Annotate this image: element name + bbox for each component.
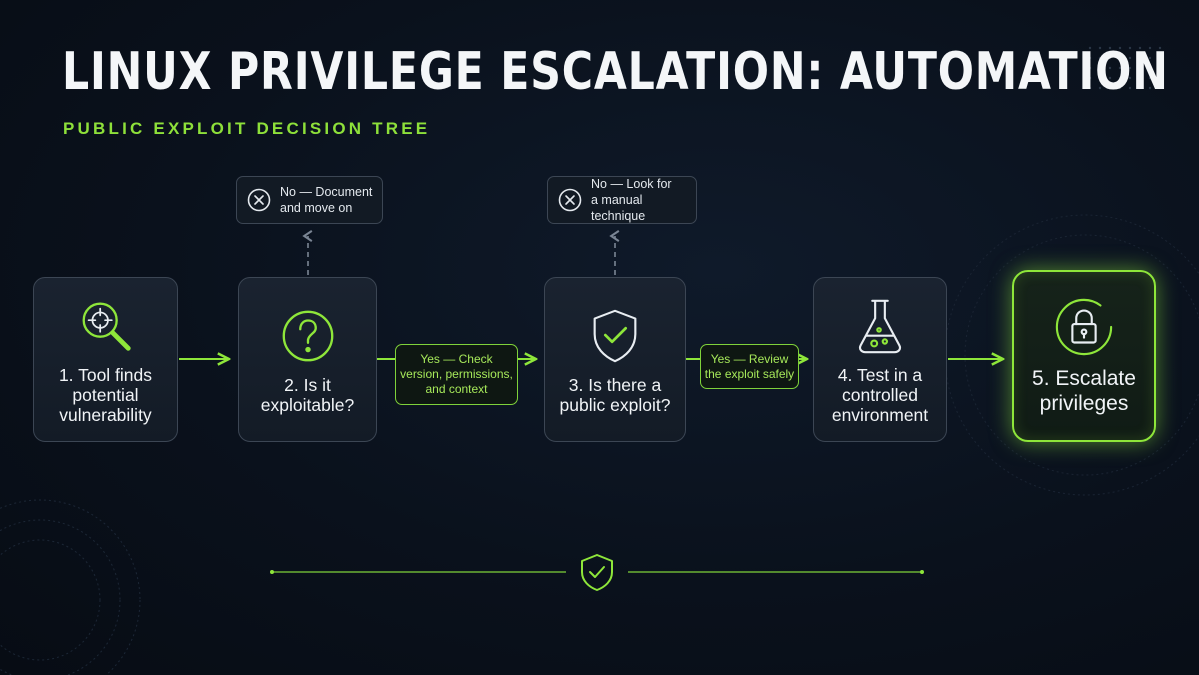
step-2-is-exploitable: 2. Is it exploitable? [238, 277, 377, 442]
x-circle-icon [247, 188, 271, 212]
question-mark-icon [282, 310, 333, 361]
footer-shield-check-icon [581, 554, 613, 591]
shield-check-icon [593, 309, 637, 362]
magnifier-target-icon [82, 302, 131, 351]
step-label: 3. Is there a public exploit? [559, 374, 671, 415]
x-circle-icon [558, 188, 582, 212]
step-4-test-controlled: 4. Test in a controlled environment [813, 277, 947, 442]
no-branch-document: No — Document and move on [236, 176, 383, 224]
step-1-tool-finds: 1. Tool finds potential vulnerability [33, 277, 178, 442]
flask-icon [858, 299, 902, 353]
step-label: 5. Escalate privileges [1032, 367, 1136, 415]
decorative-arcs-left [0, 499, 141, 675]
footer-divider [270, 570, 924, 574]
no-branch-label: No — Document and move on [280, 185, 373, 215]
yes-label-review-exploit: Yes — Review the exploit safely [700, 344, 799, 389]
step-5-escalate-privileges: 5. Escalate privileges [1012, 270, 1156, 442]
page-title: LINUX PRIVILEGE ESCALATION: AUTOMATION [62, 42, 1169, 102]
no-branch-label: No — Look for a manual technique [591, 177, 672, 223]
decorative-arcs-right [944, 214, 1199, 496]
step-label: 2. Is it exploitable? [260, 374, 355, 415]
step-label: 4. Test in a controlled environment [831, 364, 929, 425]
page-subtitle: PUBLIC EXPLOIT DECISION TREE [63, 119, 431, 138]
decorative-dot-grid [1088, 46, 1162, 90]
step-label: 1. Tool finds potential vulnerability [58, 364, 153, 425]
no-branch-manual: No — Look for a manual technique [547, 176, 697, 224]
yes-label-check-version: Yes — Check version, permissions, and co… [395, 344, 518, 405]
step-3-public-exploit: 3. Is there a public exploit? [544, 277, 686, 442]
padlock-icon [1055, 298, 1113, 356]
